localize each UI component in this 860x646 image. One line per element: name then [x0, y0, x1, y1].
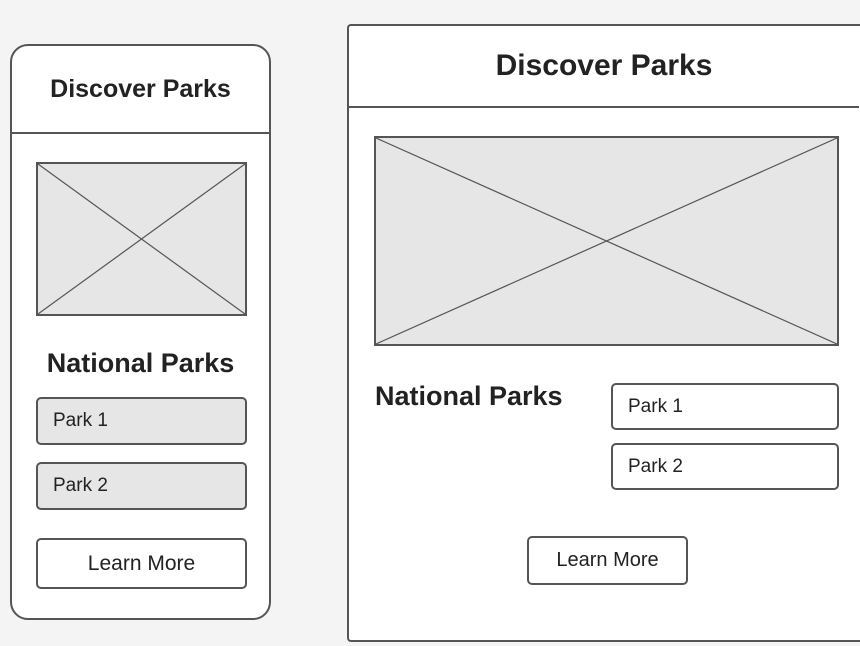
- desktop-header-title: Discover Parks: [495, 49, 713, 82]
- mobile-wireframe: Discover Parks National Parks Park 1 Par…: [10, 44, 271, 620]
- desktop-park-item-2[interactable]: Park 2: [611, 443, 839, 490]
- mobile-header-title: Discover Parks: [50, 74, 231, 103]
- mobile-image-placeholder-icon: [36, 162, 247, 316]
- desktop-wireframe: Discover Parks National Parks Park 1 Par…: [347, 24, 860, 642]
- desktop-learn-more-button[interactable]: Learn More: [527, 536, 688, 585]
- mobile-park-item-2[interactable]: Park 2: [36, 462, 247, 510]
- mobile-section-title: National Parks: [46, 348, 235, 378]
- desktop-park-item-1[interactable]: Park 1: [611, 383, 839, 430]
- desktop-image-placeholder-icon: [374, 136, 839, 346]
- desktop-header: Discover Parks: [349, 26, 859, 108]
- mobile-learn-more-button[interactable]: Learn More: [36, 538, 247, 589]
- mobile-header: Discover Parks: [12, 46, 269, 134]
- desktop-section-title: National Parks: [375, 381, 563, 411]
- mobile-park-item-1[interactable]: Park 1: [36, 397, 247, 445]
